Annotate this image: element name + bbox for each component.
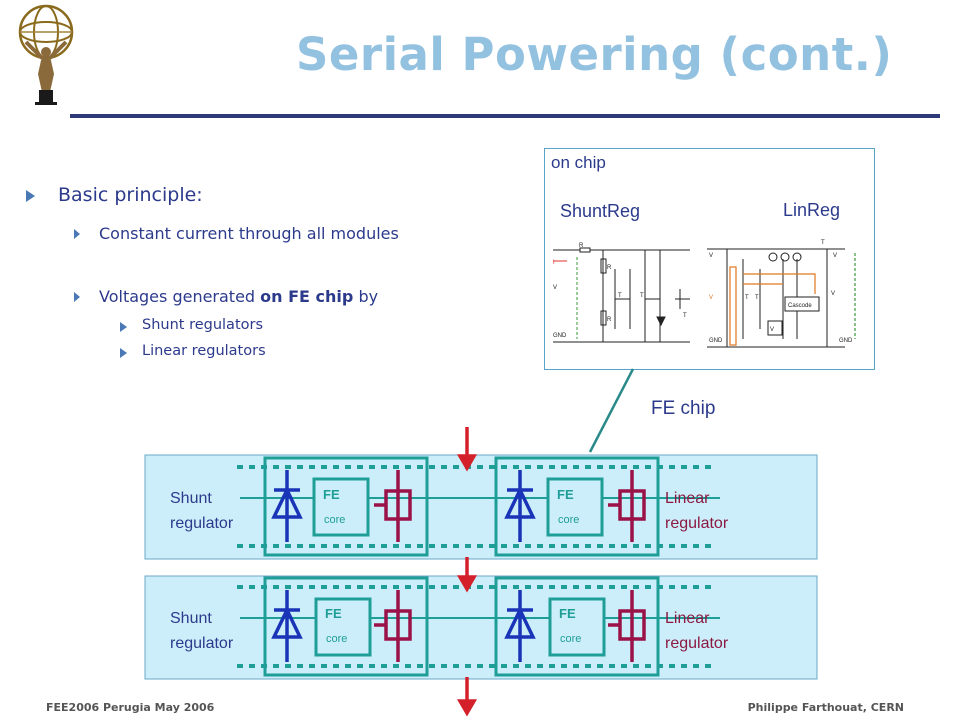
shunt-r-label: R: [579, 243, 584, 249]
linreg-label: LinReg: [783, 200, 841, 220]
shunt-i-label: I: [553, 260, 555, 266]
bullet-arrow-icon: [120, 348, 127, 358]
footer-right: Philippe Farthouat, CERN: [747, 701, 904, 714]
current-arrowhead-in: [456, 454, 478, 472]
linreg-annotations: [729, 253, 856, 346]
module-2-linear-label-line1: Linear: [665, 610, 710, 627]
module-2-core-label-right: core: [560, 633, 581, 645]
module-1-core-label-left: core: [324, 514, 345, 526]
module-2-chip-right: [494, 576, 660, 677]
shunt-r2-label: R: [607, 317, 612, 323]
current-arrowhead-mid: [456, 575, 478, 593]
bullet-sub-1-text: Constant current through all modules: [99, 224, 399, 243]
lin-cascode-label: Cascode: [788, 303, 812, 309]
module-1-fe-core-right: [546, 477, 604, 537]
fe-chip-callout-line: [588, 368, 635, 453]
lin-t1-label: T: [745, 295, 749, 301]
module-1-linear-label-line1: Linear: [665, 490, 710, 507]
module-1-core-label-right: core: [558, 514, 579, 526]
module-2-shunt-label-line2: regulator: [170, 635, 234, 652]
module-1: Shunt regulator Linear regulator FE core…: [144, 454, 818, 560]
module-1-shunt-label-line2: regulator: [170, 515, 234, 532]
lin-t2-label: T: [755, 295, 759, 301]
module-1-fe-label-left: FE: [323, 487, 340, 502]
lin-vin-label: V: [709, 253, 713, 259]
lin-gnd-right-label: GND: [839, 338, 853, 344]
linreg-labels: T V V V V GND GND Cascode T T V: [709, 240, 853, 344]
inset-heading: on chip: [551, 153, 606, 172]
title-divider: [70, 114, 940, 118]
lin-vr-label: V: [709, 295, 713, 301]
module-2-fe-core-right: [548, 597, 606, 657]
lin-vcascode-label: V: [831, 291, 835, 297]
bullet-sub-2-text: Voltages generated on FE chip by: [99, 285, 429, 309]
module-2-fe-label-right: FE: [559, 606, 576, 621]
shunt-v-label: V: [553, 285, 557, 291]
bullet-sub-2-post: by: [353, 287, 379, 306]
on-chip-inset: on chip ShuntReg LinReg R I: [544, 148, 875, 370]
bullet-main-text: Basic principle:: [58, 184, 203, 206]
module-1-shunt-left: [271, 470, 303, 542]
bullet-subsub-2-text: Linear regulators: [142, 343, 266, 359]
shuntreg-annotations: [553, 257, 578, 339]
bullet-sub-2-highlight: on FE chip: [260, 287, 354, 306]
shunt-t3-label: T: [683, 313, 687, 319]
footer-left: FEE2006 Perugia May 2006: [46, 701, 215, 714]
lin-t-label: T: [821, 240, 825, 246]
module-2-core-label-left: core: [326, 633, 347, 645]
shuntreg-schematic: [553, 247, 690, 343]
module-2-shunt-left: [271, 590, 303, 662]
lin-vout-label: V: [833, 253, 837, 259]
bullet-arrow-icon: [120, 322, 127, 332]
module-2-background: [144, 575, 818, 680]
lin-vref-label: V: [770, 327, 774, 333]
shunt-gnd-label: GND: [553, 333, 567, 339]
module-2-linear-right: [608, 590, 646, 662]
module-1-shunt-label-line1: Shunt: [170, 490, 212, 507]
current-arrowhead-out: [456, 699, 478, 717]
module-2-chip-left: [263, 576, 429, 677]
module-2-fe-label-left: FE: [325, 606, 342, 621]
module-1-fe-core-left: [312, 477, 370, 537]
module-1-linear-right: [608, 470, 646, 542]
module-1-chip-right: [494, 456, 660, 557]
module-2-shunt-right: [504, 590, 536, 662]
module-2-shunt-label-line1: Shunt: [170, 610, 212, 627]
shunt-t2-label: T: [640, 293, 644, 299]
module-1-linear-label-line2: regulator: [665, 515, 729, 532]
shuntreg-labels: R I V GND R R T T T: [553, 243, 687, 339]
module-2-fe-core-left: [314, 597, 372, 657]
module-1-shunt-right: [504, 470, 536, 542]
bullet-arrow-icon: [26, 190, 35, 202]
atlas-logo-icon: [18, 4, 74, 105]
current-arrows: [456, 427, 478, 717]
module-1-background: [144, 454, 818, 560]
module-1-fe-label-right: FE: [557, 487, 574, 502]
bullet-chevron-icon: [74, 292, 80, 302]
lin-gnd-left-label: GND: [709, 338, 723, 344]
linreg-schematic: [707, 248, 845, 348]
bullet-subsub-1-text: Shunt regulators: [142, 317, 264, 333]
shunt-t1-label: T: [618, 293, 622, 299]
bullet-chevron-icon: [74, 229, 80, 239]
module-2-linear-left: [374, 590, 412, 662]
on-chip-schematic: R I V GND R R T T T: [553, 240, 856, 348]
shunt-r1-label: R: [607, 265, 612, 271]
shuntreg-label: ShuntReg: [560, 201, 641, 221]
page-title: Serial Powering (cont.): [296, 28, 893, 81]
module-2: Shunt regulator Linear regulator FE core…: [144, 575, 818, 680]
module-2-linear-label-line2: regulator: [665, 635, 729, 652]
module-1-chip-left: [263, 456, 429, 557]
module-1-linear-left: [374, 470, 412, 542]
fe-chip-label: FE chip: [651, 398, 716, 419]
bullet-sub-2-pre: Voltages generated: [99, 287, 261, 306]
